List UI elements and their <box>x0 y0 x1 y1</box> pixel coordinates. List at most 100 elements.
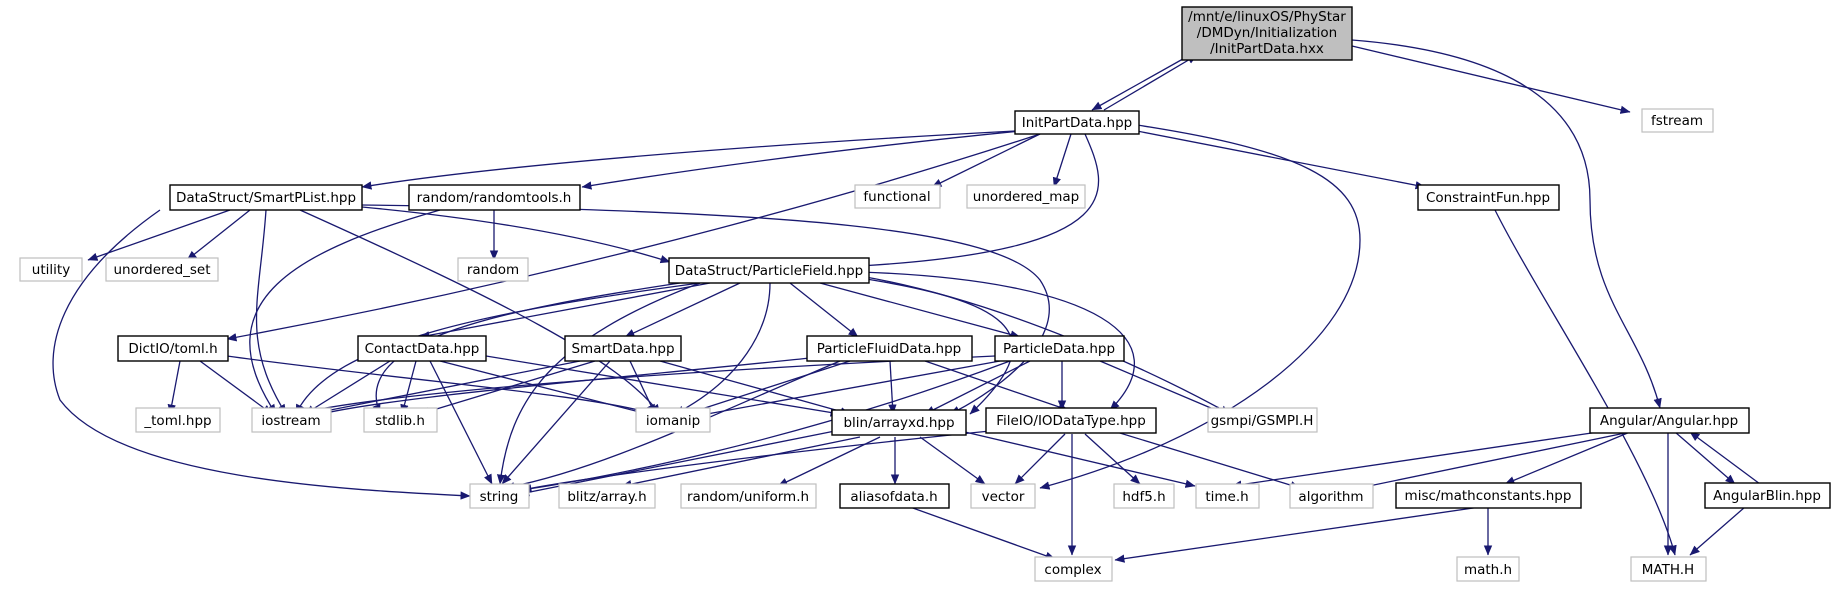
node-vector[interactable]: vector <box>970 483 1036 509</box>
node-random[interactable]: random <box>457 257 529 282</box>
edge-arrayxd-to-blitz <box>621 436 861 489</box>
node-time-h[interactable]: time.h <box>1195 483 1260 509</box>
edge-angular-to-mathconstants <box>1504 431 1631 485</box>
edge-particledata-to-iostream <box>294 355 996 416</box>
node-fstream[interactable]: fstream <box>1641 108 1714 133</box>
node-blin-arrayxd[interactable]: blin/arrayxd.hpp <box>831 409 967 436</box>
edge-initpartdata-to-constraintfun <box>1136 130 1426 190</box>
node-label: aliasofdata.h <box>850 489 937 505</box>
edge-iodatatype-to-vector <box>1014 433 1066 485</box>
edge-smartplist-to-arrayxd <box>361 204 1050 415</box>
node-unordered-map[interactable]: unordered_map <box>966 184 1086 209</box>
node-gsmpi[interactable]: gsmpi/GSMPI.H <box>1207 407 1318 433</box>
node-label: SmartData.hpp <box>571 341 674 357</box>
edge-initpartdata-to-hxx <box>1103 54 1198 111</box>
edge-arrayxd-to-vector <box>919 436 986 485</box>
node-label: random <box>467 262 519 278</box>
node-angular-blin[interactable]: AngularBlin.hpp <box>1704 482 1831 509</box>
edge-dictio-to-toml <box>167 360 181 415</box>
edge-smartplist-to-string <box>52 209 471 500</box>
edge-angularblin-to-mathH <box>1689 506 1746 556</box>
node-label: complex <box>1044 562 1101 578</box>
node-label: DataStruct/ParticleField.hpp <box>675 263 864 279</box>
node-label: iomanip <box>646 413 700 429</box>
node-io-data-type[interactable]: FileIO/IODataType.hpp <box>985 407 1157 434</box>
edge-contactdata-to-string <box>429 360 493 485</box>
edge-contactdata-to-arrayxd <box>485 355 841 417</box>
node-label: ParticleFluidData.hpp <box>817 341 962 357</box>
node-algorithm[interactable]: algorithm <box>1289 483 1374 509</box>
node-unordered-set[interactable]: unordered_set <box>105 257 219 282</box>
node-random-uniform[interactable]: random/uniform.h <box>680 483 817 509</box>
edge-constraintfun-to-mathH <box>1494 209 1677 556</box>
edge-particlefield-to-arrayxd <box>859 277 1014 415</box>
node-init-part-data-hpp[interactable]: InitPartData.hpp <box>1014 110 1140 135</box>
edge-contactdata-to-iostream <box>304 360 391 415</box>
edge-iodatatype-to-algorithm <box>1109 429 1301 490</box>
edge-particlefield-to-string <box>496 282 701 485</box>
node-label: gsmpi/GSMPI.H <box>1211 413 1314 429</box>
edge-smartdata-to-iostream <box>299 360 581 419</box>
node-hdf5[interactable]: hdf5.h <box>1113 483 1175 509</box>
node-label: random/uniform.h <box>687 489 809 505</box>
node-string[interactable]: string <box>469 483 530 509</box>
node-stdlib-h[interactable]: stdlib.h <box>363 407 438 433</box>
node-label: FileIO/IODataType.hpp <box>996 413 1146 429</box>
edge-particlefield-to-iomanip <box>674 282 771 415</box>
edge-smartplist-to-iomanip <box>299 209 661 415</box>
edge-pfluiddata-to-iomanip <box>679 360 851 418</box>
node-label: time.h <box>1205 489 1248 505</box>
edge-particlefield-to-smartdata <box>624 282 741 338</box>
edge-particlefield-to-iostream <box>295 282 701 415</box>
node-math-h[interactable]: math.h <box>1456 556 1520 582</box>
node-utility[interactable]: utility <box>19 257 83 282</box>
node-complex[interactable]: complex <box>1034 556 1113 582</box>
node-smart-data[interactable]: SmartData.hpp <box>564 335 682 362</box>
node-init-part-data-hxx[interactable]: /mnt/e/linuxOS/PhyStar /DMDyn/Initializa… <box>1181 6 1353 61</box>
edge-smartplist-to-unordered-set <box>186 209 251 261</box>
node-smart-plist[interactable]: DataStruct/SmartPList.hpp <box>169 184 363 211</box>
node-init-part-data-hxx-line3: /InitPartData.hxx <box>1210 41 1324 57</box>
edge-initpartdata-to-vector <box>1039 124 1361 490</box>
node-label: ConstraintFun.hpp <box>1426 190 1550 206</box>
node-contact-data[interactable]: ContactData.hpp <box>357 335 487 362</box>
node-iomanip[interactable]: iomanip <box>635 407 711 433</box>
edge-initpartdata-to-randomtools <box>581 130 1021 190</box>
node-label: DataStruct/SmartPList.hpp <box>176 190 356 206</box>
edge-particledata-to-arrayxd <box>924 360 1031 415</box>
node-aliasofdata[interactable]: aliasofdata.h <box>839 483 950 509</box>
node-blitz-array[interactable]: blitz/array.h <box>558 483 656 509</box>
node-particle-field[interactable]: DataStruct/ParticleField.hpp <box>668 257 870 284</box>
node-particle-fluid-data[interactable]: ParticleFluidData.hpp <box>806 335 973 362</box>
node-label: Angular/Angular.hpp <box>1600 413 1738 429</box>
edge-particlefield-to-iodatatype <box>859 271 1136 411</box>
node-particle-data[interactable]: ParticleData.hpp <box>994 335 1125 362</box>
edge-dictio-to-iomanip <box>226 355 661 417</box>
node-angular[interactable]: Angular/Angular.hpp <box>1589 407 1750 434</box>
edge-hxx-to-fstream <box>1351 45 1631 114</box>
node-label: utility <box>32 262 70 278</box>
node-label: string <box>480 489 519 505</box>
node-random-tools[interactable]: random/randomtools.h <box>408 184 581 211</box>
edge-particlefield-to-pfluiddata <box>789 282 859 338</box>
node-toml-hpp[interactable]: _toml.hpp <box>135 407 221 433</box>
node-mathconstants[interactable]: misc/mathconstants.hpp <box>1395 482 1582 509</box>
node-iostream[interactable]: iostream <box>251 407 332 433</box>
node-math-H[interactable]: MATH.H <box>1630 556 1707 582</box>
node-dictio-toml[interactable]: DictIO/toml.h <box>117 335 229 362</box>
edge-angular-to-time <box>1231 429 1613 489</box>
node-label: blitz/array.h <box>567 489 646 505</box>
node-label: fstream <box>1651 113 1703 129</box>
node-constraint-fun[interactable]: ConstraintFun.hpp <box>1417 184 1560 211</box>
node-label: AngularBlin.hpp <box>1713 488 1821 504</box>
node-functional[interactable]: functional <box>854 184 941 209</box>
node-label: functional <box>863 189 930 205</box>
node-label: ParticleData.hpp <box>1003 341 1115 357</box>
edge-initpartdata-to-smartplist <box>361 130 1016 190</box>
edge-particlefield-to-contactdata <box>419 282 711 340</box>
edge-pfluiddata-to-iodatatype <box>924 360 1069 411</box>
edge-iodatatype-to-string <box>521 429 1001 493</box>
edge-initpartdata-to-functional <box>931 133 1041 188</box>
edge-particledata-to-iomanip <box>684 360 1001 421</box>
